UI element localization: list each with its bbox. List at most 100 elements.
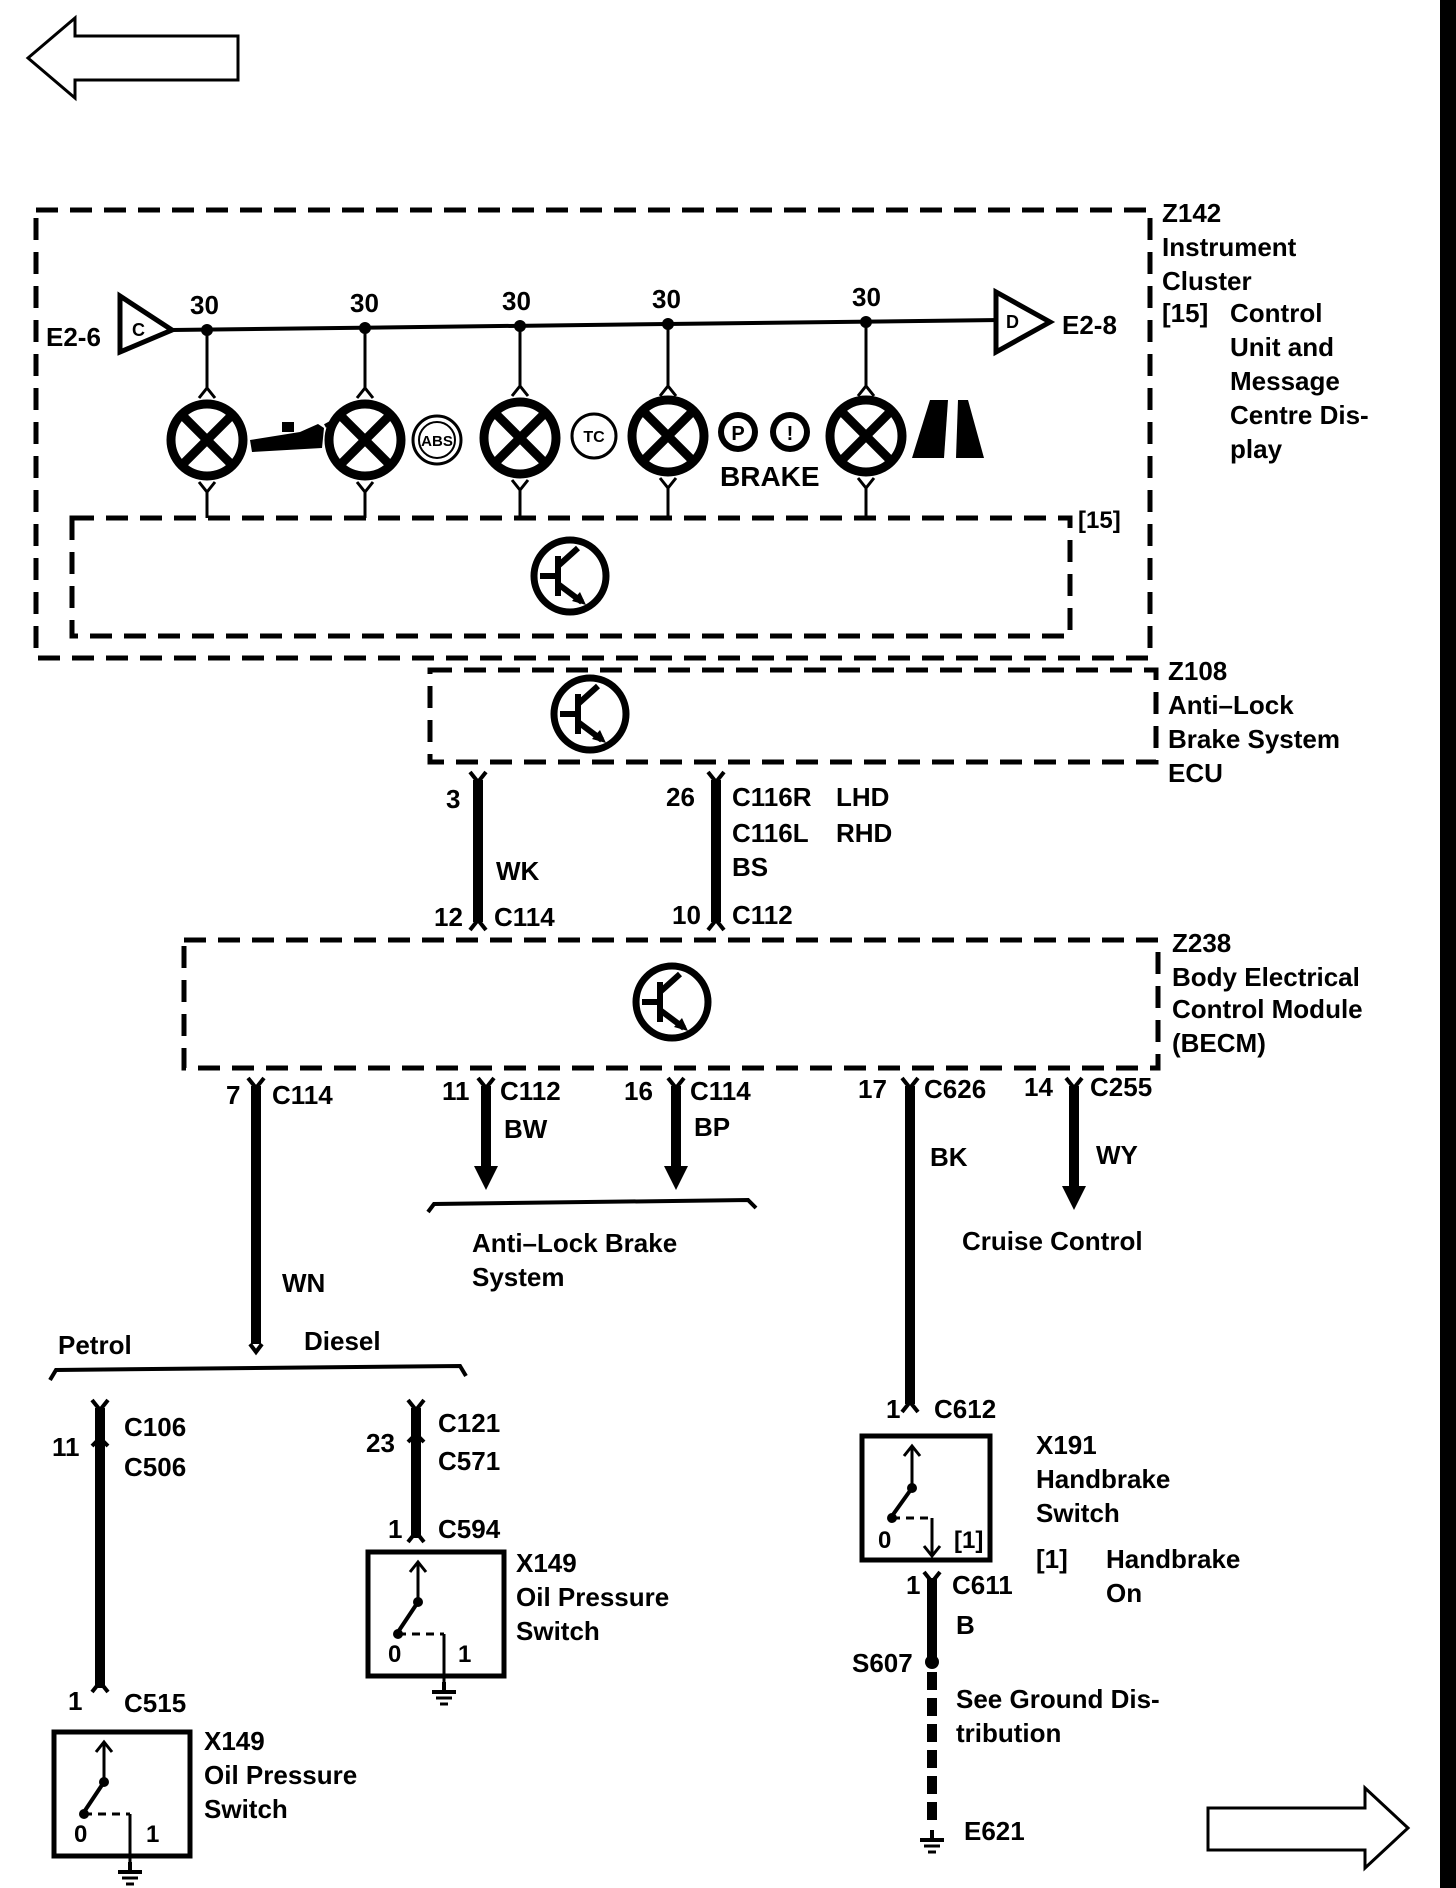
bw-pin: 11 [442,1076,470,1106]
bs-conn-a: C116R [732,782,812,812]
cluster-sub-line-1: Control [1230,298,1322,328]
wire-bk: 17 C626 BK [858,1074,986,1414]
abs-icon-label: ABS [421,433,453,450]
handbrake-note-ref: [1] [1036,1544,1068,1574]
brake-warning-icon: ! [770,412,810,452]
connector-e2-6-label: E2-6 [46,322,101,352]
abs-ecu: Z108 Anti–Lock Brake System ECU [427,656,1340,788]
p-icon-label: P [731,423,744,445]
becm-transistor-icon [636,966,708,1038]
diesel-label: Diesel [304,1326,381,1356]
handbrake-switch-line-2: Switch [1036,1498,1120,1528]
petrol-pin-c: 1 [68,1686,82,1716]
bs-note-a: LHD [836,782,889,812]
petrol-switch-pos-1: 1 [146,1821,159,1848]
petrol-switch-pos-0: 0 [74,1821,87,1848]
wire-bp: 16 C114 BP [624,1076,751,1190]
petrol-pin-a: 11 [52,1432,80,1462]
bs-bot-pin: 10 [672,900,701,930]
handbrake-switch-pos-0: 0 [878,1527,891,1554]
petrol-conn-a: C106 [124,1412,186,1442]
petrol-conn-b: C506 [124,1452,186,1482]
diesel-switch-line-1: Oil Pressure [516,1582,669,1612]
pin-30-label-3: 30 [502,286,531,316]
diesel-conn-b: C571 [438,1446,500,1476]
diesel-switch-pos-1: 1 [458,1641,471,1668]
lamp-road [830,316,902,518]
flag-d-label: D [1006,312,1019,332]
wk-bot-pin: 12 [434,902,463,932]
abs-ecu-transistor-icon [554,678,626,750]
pin-30-label-5: 30 [852,282,881,312]
petrol-conn-c: C515 [124,1688,186,1718]
abs-ecu-name-line-1: Anti–Lock [1168,690,1294,720]
diesel-oil-pressure-switch: 0 1 X149 Oil Pressure Switch [365,1548,669,1706]
wy-pin: 14 [1024,1072,1053,1102]
bp-pin: 16 [624,1076,653,1106]
lamp-brake [632,318,704,518]
bs-bot-conn: C112 [732,900,793,930]
i-icon-label: ! [787,423,794,445]
prev-arrow-icon[interactable] [25,14,240,102]
diesel-pin-a: 23 [366,1428,395,1458]
wire-wk: 3 WK 12 C114 [434,770,555,932]
wire-bw: 11 C112 BW [442,1076,561,1190]
traction-control-icon: TC [570,412,618,460]
petrol-branch: 11 C106 C506 1 C515 [52,1398,186,1718]
abs-group-line-2: System [472,1262,565,1292]
wire-wn: 7 C114 WN [226,1076,333,1344]
handbrake-pin-bot: 1 [906,1570,920,1600]
handbrake-conn-bot: C611 [952,1570,1013,1600]
tc-icon-label: TC [583,429,605,446]
handbrake-switch: 1 C612 0 [1] X191 Handbrake Switch [1] H… [859,1394,1240,1608]
road-icon [912,400,984,458]
bk-conn: C626 [924,1074,986,1104]
lamp-traction-control [484,320,556,518]
wk-bot-conn: C114 [494,902,555,932]
cluster-sub-line-5: play [1230,434,1283,464]
ground-note-line-2: tribution [956,1718,1061,1748]
handbrake-switch-line-1: Handbrake [1036,1464,1170,1494]
bs-conn-b: C116L [732,818,809,848]
cluster-name-line-2: Cluster [1162,266,1252,296]
petrol-switch-line-2: Switch [204,1794,288,1824]
bus-30-line [171,318,1001,332]
handbrake-switch-id: X191 [1036,1430,1097,1460]
instrument-cluster: C D E2-6 E2-8 30 30 30 30 30 [33,198,1369,661]
connector-e2-8-label: E2-8 [1062,310,1117,340]
wn-pin: 7 [226,1080,240,1110]
lamp-oil-pressure [171,324,243,518]
abs-ecu-name-line-3: ECU [1168,758,1223,788]
handbrake-conn-top: C612 [934,1394,996,1424]
brake-label: BRAKE [720,461,820,492]
handbrake-switch-pos-ref: [1] [954,1527,983,1554]
wk-color: WK [496,856,540,886]
wy-color: WY [1096,1140,1138,1170]
cluster-sub-ref: [15] [1162,298,1208,328]
abs-group-bracket: Anti–Lock Brake System [426,1197,758,1292]
wire-bs: 26 C116R LHD C116L RHD BS 10 C112 [666,770,892,932]
wire-wy: 14 C255 WY Cruise Control [962,1072,1152,1256]
handbrake-pin-top: 1 [886,1394,900,1424]
handbrake-note-line-2: On [1106,1578,1142,1608]
diesel-switch-line-2: Switch [516,1616,600,1646]
cluster-sub-line-2: Unit and [1230,332,1334,362]
abs-ecu-name-line-2: Brake System [1168,724,1340,754]
becm-module: Z238 Body Electrical Control Module (BEC… [181,928,1363,1071]
becm-name-line-1: Body Electrical [1172,962,1360,992]
becm-boundary [181,937,1161,1071]
abs-ecu-id: Z108 [1168,656,1227,686]
bk-pin: 17 [858,1074,887,1104]
becm-id: Z238 [1172,928,1231,958]
next-arrow-icon[interactable] [1206,1784,1411,1872]
wk-top-pin: 3 [446,784,460,814]
inner-ref-label: [15] [1078,507,1121,534]
bs-top-pin: 26 [666,782,695,812]
petrol-oil-pressure-switch: 0 1 X149 Oil Pressure Switch [51,1726,357,1886]
cluster-sub-line-4: Centre Dis- [1230,400,1369,430]
flag-c-label: C [132,320,145,340]
wy-conn: C255 [1090,1072,1152,1102]
bs-color: BS [732,852,768,882]
cluster-id: Z142 [1162,198,1221,228]
handbrake-note-line-1: Handbrake [1106,1544,1240,1574]
